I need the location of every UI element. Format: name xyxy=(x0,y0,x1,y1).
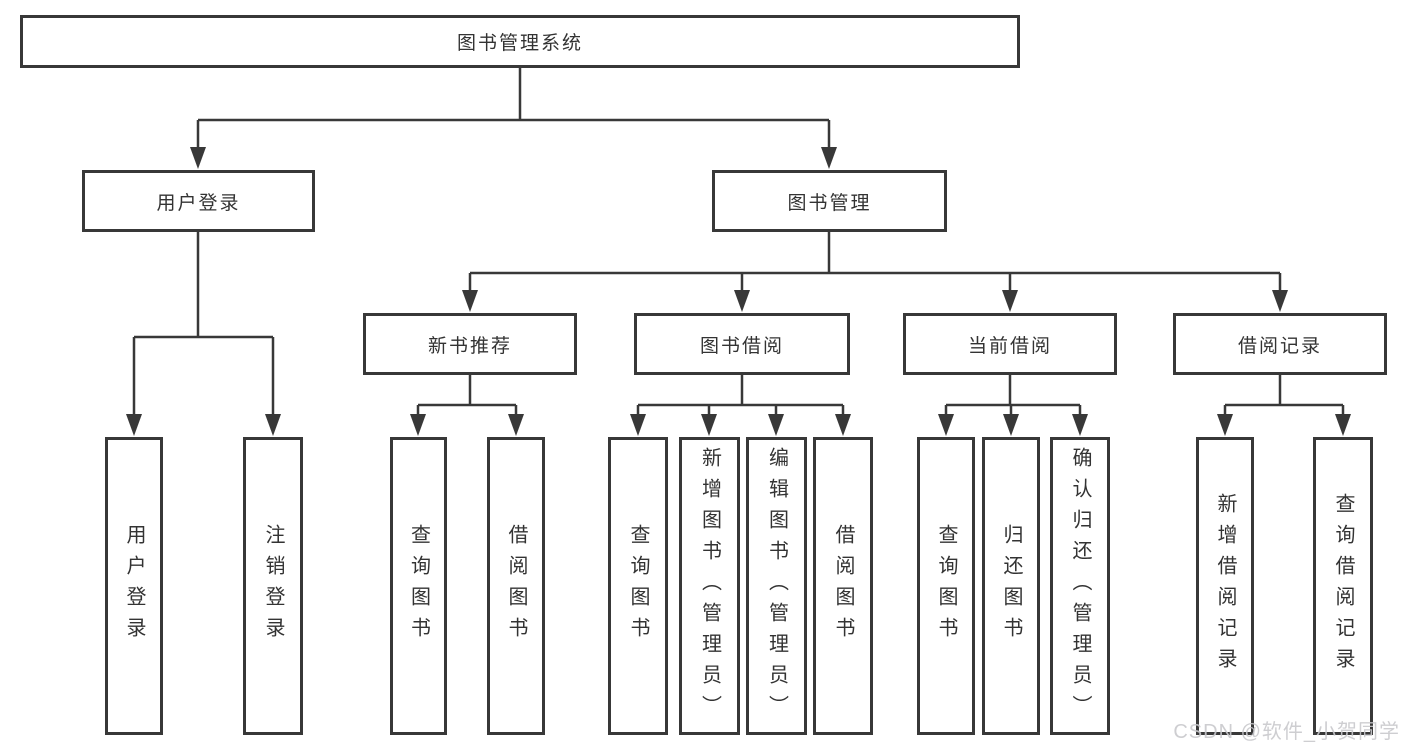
arrow-down-icon xyxy=(410,414,426,436)
leaf-add-borrow-record: 新增借阅记录 xyxy=(1196,437,1254,735)
arrow-down-icon xyxy=(821,147,837,169)
arrow-down-icon xyxy=(190,147,206,169)
leaf-borrow-books-1: 借阅图书 xyxy=(487,437,545,735)
node-label: 图书管理系统 xyxy=(456,33,583,54)
edge-book-borrow-to-leaves xyxy=(630,375,851,436)
node-user-login: 用户登录 xyxy=(82,170,315,232)
leaf-user-login: 用户登录 xyxy=(105,437,163,735)
node-label: 查询图书 xyxy=(407,524,430,648)
arrow-down-icon xyxy=(1072,414,1088,436)
arrow-down-icon xyxy=(1335,414,1351,436)
node-label: 查询借阅记录 xyxy=(1332,493,1354,679)
arrow-down-icon xyxy=(630,414,646,436)
leaf-confirm-return-admin: 确认归还（管理员） xyxy=(1050,437,1110,735)
node-label: 借阅图书 xyxy=(505,524,527,648)
node-label: 注销登录 xyxy=(262,524,284,648)
node-label: 新书推荐 xyxy=(427,335,512,357)
leaf-add-books-admin: 新增图书（管理员） xyxy=(679,437,740,735)
leaf-edit-books-admin: 编辑图书（管理员） xyxy=(746,437,807,735)
leaf-logout: 注销登录 xyxy=(243,437,303,735)
arrow-down-icon xyxy=(701,414,717,436)
edge-current-borrow-to-leaves xyxy=(938,375,1088,436)
leaf-borrow-books-2: 借阅图书 xyxy=(813,437,873,735)
csdn-watermark: CSDN @软件_小贺同学 xyxy=(1173,721,1400,743)
arrow-down-icon xyxy=(768,414,784,436)
edge-user-login-to-leaves xyxy=(126,232,281,436)
node-new-book-recommend: 新书推荐 xyxy=(363,313,577,375)
node-system-root: 图书管理系统 xyxy=(20,15,1020,68)
arrow-down-icon xyxy=(734,290,750,312)
node-book-management: 图书管理 xyxy=(712,170,947,232)
edge-new-books-to-leaves xyxy=(410,375,524,436)
leaf-query-books-3: 查询图书 xyxy=(917,437,975,735)
node-label: 借阅图书 xyxy=(832,524,854,648)
node-label: 用户登录 xyxy=(123,524,145,648)
arrow-down-icon xyxy=(1002,290,1018,312)
edge-records-to-leaves xyxy=(1217,375,1351,436)
node-label: 图书管理 xyxy=(787,192,872,214)
node-label: 新增借阅记录 xyxy=(1214,493,1236,679)
node-label: 归还图书 xyxy=(1000,524,1022,648)
arrow-down-icon xyxy=(938,414,954,436)
arrow-down-icon xyxy=(1003,414,1019,436)
arrow-down-icon xyxy=(835,414,851,436)
arrow-down-icon xyxy=(462,290,478,312)
node-borrow-records: 借阅记录 xyxy=(1173,313,1387,375)
node-label: 新增图书（管理员） xyxy=(698,446,721,726)
leaf-return-books: 归还图书 xyxy=(982,437,1040,735)
arrow-down-icon xyxy=(1272,290,1288,312)
node-label: 查询图书 xyxy=(627,524,649,648)
edge-book-mgmt-to-groups xyxy=(462,232,1288,312)
node-current-borrowing: 当前借阅 xyxy=(903,313,1117,375)
node-label: 图书借阅 xyxy=(699,335,784,357)
node-book-borrowing: 图书借阅 xyxy=(634,313,850,375)
leaf-query-books-1: 查询图书 xyxy=(390,437,447,735)
node-label: 借阅记录 xyxy=(1237,335,1322,357)
arrow-down-icon xyxy=(265,414,281,436)
arrow-down-icon xyxy=(1217,414,1233,436)
node-label: 确认归还（管理员） xyxy=(1069,446,1091,726)
node-label: 查询图书 xyxy=(935,524,957,648)
leaf-query-borrow-record: 查询借阅记录 xyxy=(1313,437,1373,735)
node-label: 当前借阅 xyxy=(967,335,1052,357)
edge-root-to-level2 xyxy=(190,68,837,169)
node-label: 编辑图书（管理员） xyxy=(765,446,788,726)
node-label: 用户登录 xyxy=(156,192,241,214)
arrow-down-icon xyxy=(126,414,142,436)
leaf-query-books-2: 查询图书 xyxy=(608,437,668,735)
arrow-down-icon xyxy=(508,414,524,436)
